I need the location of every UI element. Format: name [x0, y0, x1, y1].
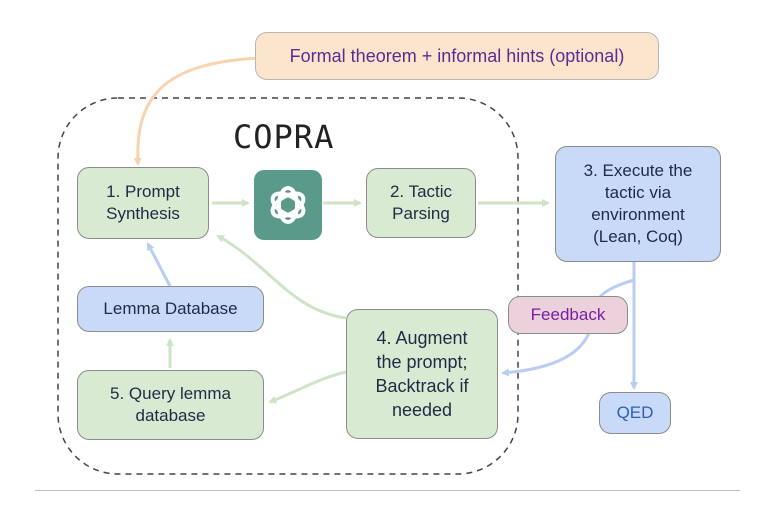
tactic-parsing-node: 2. Tactic Parsing	[366, 168, 476, 238]
bottom-divider	[35, 490, 740, 491]
prompt-synthesis-label: 1. Prompt Synthesis	[106, 182, 180, 223]
query-lemma-node: 5. Query lemma database	[77, 370, 264, 440]
feedback-label-box: Feedback	[508, 296, 628, 334]
feedback-label: Feedback	[530, 305, 606, 324]
copra-boundary	[57, 97, 519, 475]
edge-input-to-prompt	[133, 56, 263, 166]
lemma-database-node: Lemma Database	[77, 286, 264, 332]
input-node: Formal theorem + informal hints (optiona…	[255, 32, 659, 80]
lemma-database-label: Lemma Database	[103, 299, 238, 318]
execute-node: 3. Execute the tactic via environment (L…	[555, 146, 721, 262]
edge-augment-to-query	[268, 370, 347, 404]
tactic-parsing-label: 2. Tactic Parsing	[389, 182, 453, 223]
edge-lemma-db-to-prompt	[146, 242, 172, 287]
openai-logo-icon	[254, 170, 322, 240]
qed-node: QED	[599, 392, 671, 434]
execute-label: 3. Execute the tactic via environment (L…	[583, 161, 693, 246]
edge-augment-to-prompt	[216, 234, 347, 320]
copra-title: COPRA	[233, 118, 335, 156]
openai-knot-glyph	[270, 186, 306, 224]
augment-label: 4. Augment the prompt; Backtrack if need…	[375, 328, 469, 420]
query-lemma-label: 5. Query lemma database	[110, 384, 231, 425]
prompt-synthesis-node: 1. Prompt Synthesis	[77, 167, 209, 239]
qed-label: QED	[616, 403, 654, 422]
input-label: Formal theorem + informal hints (optiona…	[289, 46, 625, 66]
augment-node: 4. Augment the prompt; Backtrack if need…	[346, 309, 498, 439]
